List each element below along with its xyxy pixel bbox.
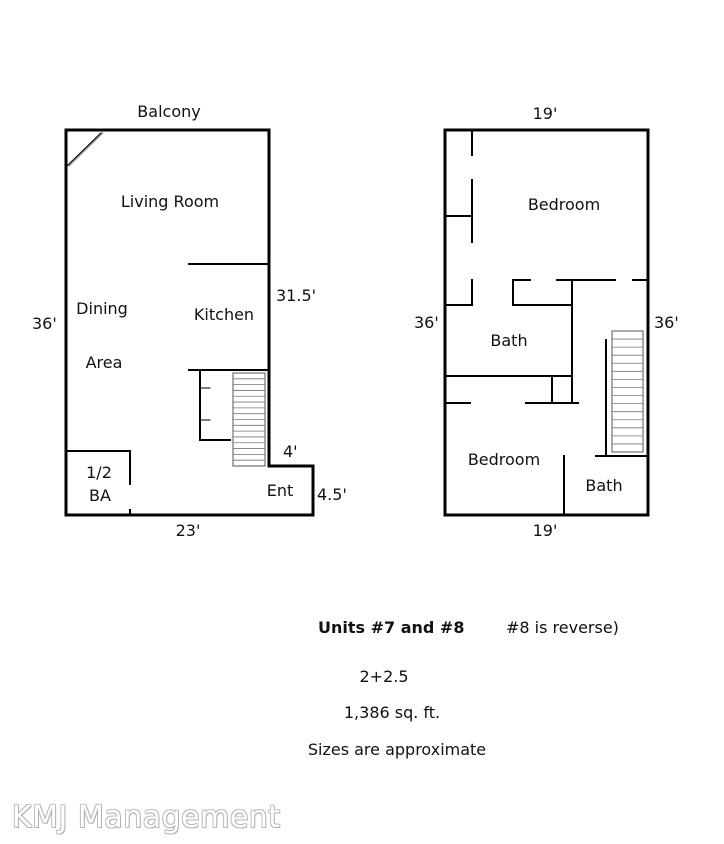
balcony-door [66,132,102,167]
reverse-note: #8 is reverse) [506,618,619,637]
right-stair [611,330,644,453]
right-plan-outer-wall [443,128,650,517]
beds-baths: 2+2.5 [359,667,409,686]
bath-bottom-label: Bath [585,476,623,495]
half-bath-label-line2: BA [89,486,111,505]
dimension-4-5: 4.5' [317,485,347,504]
right-bottom-dimension: 19' [532,521,558,540]
entry-label: Ent [266,481,294,500]
dimension-31-5: 31.5' [276,286,317,305]
dimension-23: 23' [175,521,201,540]
right-right-dimension: 36' [654,313,679,332]
half-bath-wall [65,450,131,485]
right-top-dimension: 19' [532,104,558,123]
area-label: Area [85,353,123,372]
units-title: Units #7 and #8 [318,618,465,637]
bath-middle-label: Bath [490,331,528,350]
living-room-label: Living Room [120,192,220,211]
balcony-label: Balcony [137,102,201,121]
left-plan-outer-wall [64,128,315,517]
sizes-disclaimer: Sizes are approximate [307,740,487,759]
left-dimension-36: 36' [32,314,57,333]
dimension-4: 4' [283,442,298,461]
bedroom-bottom-label: Bedroom [467,450,541,469]
kitchen-label: Kitchen [193,305,255,324]
right-left-dimension: 36' [414,313,439,332]
bedroom-top-label: Bedroom [527,195,601,214]
half-bath-label-line1: 1/2 [86,463,112,482]
watermark-logo: KMJ Management [12,800,281,835]
square-footage: 1,386 sq. ft. [343,703,441,722]
dining-label: Dining [76,299,128,318]
